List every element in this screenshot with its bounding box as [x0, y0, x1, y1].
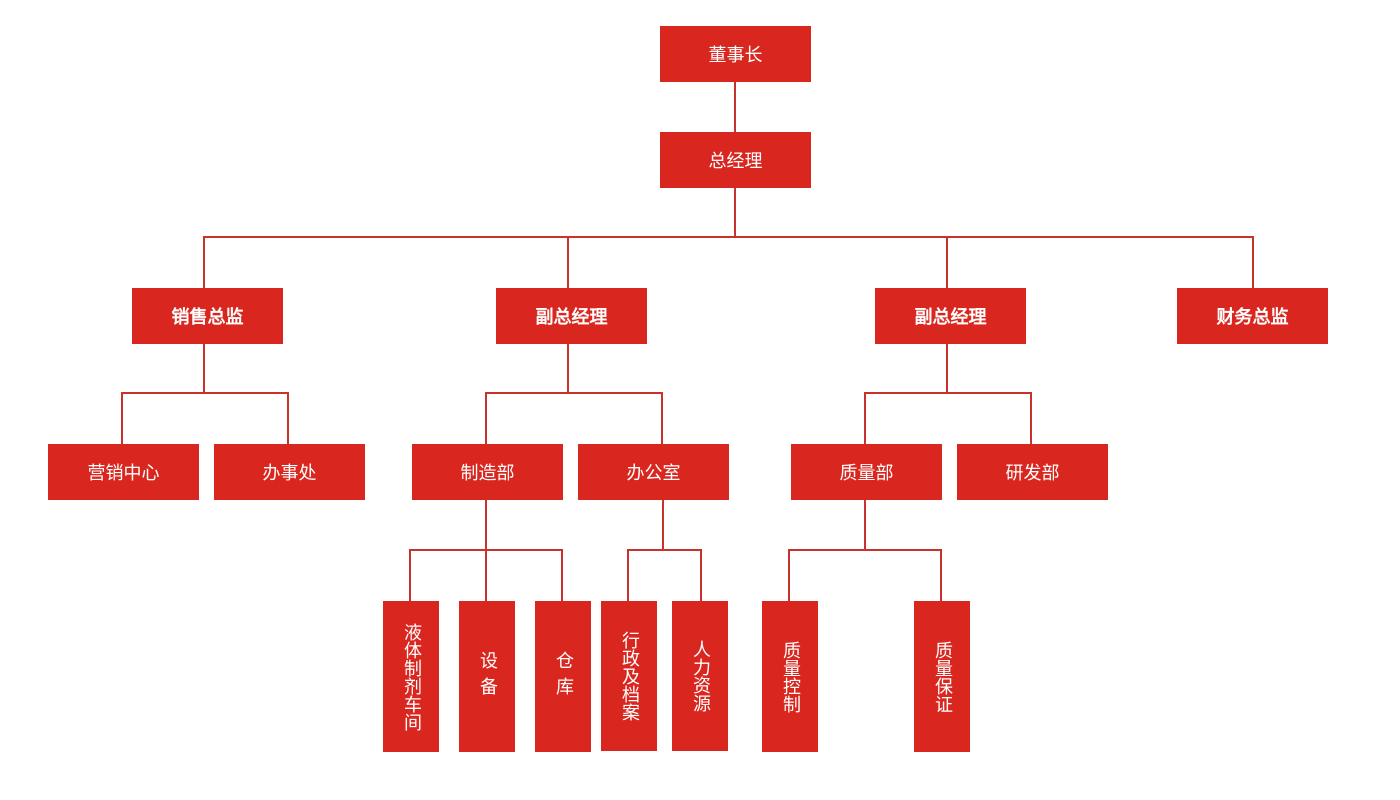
connector-line: [485, 392, 487, 444]
connector-line: [700, 549, 702, 601]
connector-line: [1252, 236, 1254, 288]
connector-line: [121, 392, 289, 394]
node-label: 设备: [477, 650, 498, 703]
node-manufacturing: 制造部: [412, 444, 563, 500]
node-label: 制造部: [460, 463, 515, 484]
node-label: 人力资源: [690, 640, 711, 712]
connector-line: [567, 343, 569, 393]
node-label: 销售总监: [171, 307, 244, 328]
node-general-manager: 总经理: [660, 132, 811, 188]
node-hr: 人力资源: [672, 601, 728, 751]
connector-line: [287, 392, 289, 444]
connector-line: [734, 187, 736, 237]
connector-line: [1030, 392, 1032, 444]
node-label: 质量控制: [780, 640, 801, 713]
node-label: 行政及档案: [619, 631, 640, 721]
node-liquid-workshop: 液体制剂车间: [383, 601, 439, 752]
node-marketing-center: 营销中心: [48, 444, 199, 500]
connector-line: [567, 236, 569, 288]
node-admin-office: 办公室: [578, 444, 729, 500]
connector-line: [788, 549, 790, 601]
node-quality: 质量部: [791, 444, 942, 500]
connector-line: [203, 236, 1254, 238]
node-sales-director: 销售总监: [132, 288, 283, 344]
node-deputy-gm-1: 副总经理: [496, 288, 647, 344]
node-quality-control: 质量控制: [762, 601, 818, 752]
connector-line: [864, 392, 866, 444]
connector-line: [940, 549, 942, 601]
node-label: 董事长: [708, 45, 763, 66]
connector-line: [662, 499, 664, 550]
connector-line: [734, 81, 736, 132]
connector-line: [203, 236, 205, 288]
node-label: 质量部: [839, 463, 894, 484]
node-quality-assurance: 质量保证: [914, 601, 970, 752]
connector-line: [561, 549, 563, 601]
node-label: 办公室: [626, 463, 681, 484]
node-finance-director: 财务总监: [1177, 288, 1328, 344]
node-label: 营销中心: [87, 463, 160, 484]
connector-line: [627, 549, 629, 601]
node-label: 副总经理: [535, 307, 608, 328]
node-label: 总经理: [708, 151, 763, 172]
connector-line: [627, 549, 702, 551]
connector-line: [121, 392, 123, 444]
connector-line: [203, 343, 205, 393]
node-label: 研发部: [1005, 463, 1060, 484]
node-label: 仓库: [553, 650, 574, 703]
node-chairman: 董事长: [660, 26, 811, 82]
node-label: 财务总监: [1216, 307, 1289, 328]
connector-line: [864, 499, 866, 550]
node-office-branch: 办事处: [214, 444, 365, 500]
node-label: 办事处: [262, 463, 317, 484]
connector-line: [946, 236, 948, 288]
node-deputy-gm-2: 副总经理: [875, 288, 1026, 344]
node-equipment: 设备: [459, 601, 515, 752]
node-label: 质量保证: [932, 640, 953, 713]
connector-line: [409, 549, 563, 551]
connector-line: [788, 549, 942, 551]
connector-line: [409, 549, 411, 601]
connector-line: [946, 343, 948, 393]
connector-line: [864, 392, 1032, 394]
node-admin-archives: 行政及档案: [601, 601, 657, 751]
connector-line: [661, 392, 663, 444]
node-label: 副总经理: [914, 307, 987, 328]
node-rnd: 研发部: [957, 444, 1108, 500]
node-warehouse: 仓库: [535, 601, 591, 752]
node-label: 液体制剂车间: [401, 622, 422, 731]
connector-line: [485, 392, 663, 394]
